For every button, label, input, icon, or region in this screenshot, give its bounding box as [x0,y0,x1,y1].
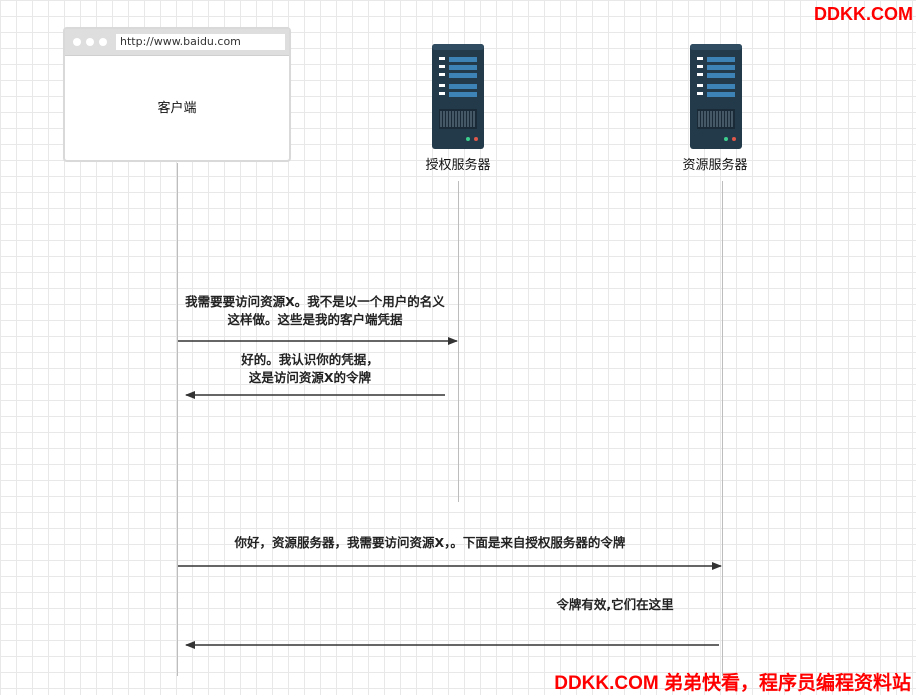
client-browser-window: http://www.baidu.com 客户端 [63,27,291,162]
message-2-line1: 好的。我认识你的凭据， [241,352,379,367]
message-1-line1: 我需要要访问资源X。我不是以一个用户的名义 [185,294,445,309]
window-dot-icon [86,38,94,46]
auth-server-lifeline [458,181,459,502]
client-lifeline [177,163,178,676]
message-1-label: 我需要要访问资源X。我不是以一个用户的名义 这样做。这些是我的客户端凭据 [160,293,470,329]
browser-title-bar: http://www.baidu.com [65,29,289,56]
auth-server-label: 授权服务器 [425,158,491,173]
watermark-bottom: DDKK.COM 弟弟快看，程序员编程资料站 [554,673,911,694]
resource-server-label: 资源服务器 [682,158,748,173]
window-dot-icon [73,38,81,46]
resource-server-lifeline [722,181,723,676]
watermark-top: DDKK.COM [814,4,913,24]
message-3-label: 你好，资源服务器，我需要访问资源X，。下面是来自授权服务器的令牌 [200,534,660,552]
url-bar: http://www.baidu.com [116,34,285,50]
client-label: 客户端 [157,101,197,116]
message-4-label: 令牌有效,它们在这里 [530,596,700,614]
message-4-line1: 令牌有效,它们在这里 [556,597,674,612]
auth-server-icon [432,44,484,149]
message-2-label: 好的。我认识你的凭据， 这是访问资源X的令牌 [210,351,410,387]
resource-server-icon [690,44,742,149]
message-1-line2: 这样做。这些是我的客户端凭据 [227,312,403,327]
message-3-line1: 你好，资源服务器，我需要访问资源X，。下面是来自授权服务器的令牌 [234,535,626,550]
message-2-line2: 这是访问资源X的令牌 [248,370,372,385]
window-dot-icon [99,38,107,46]
